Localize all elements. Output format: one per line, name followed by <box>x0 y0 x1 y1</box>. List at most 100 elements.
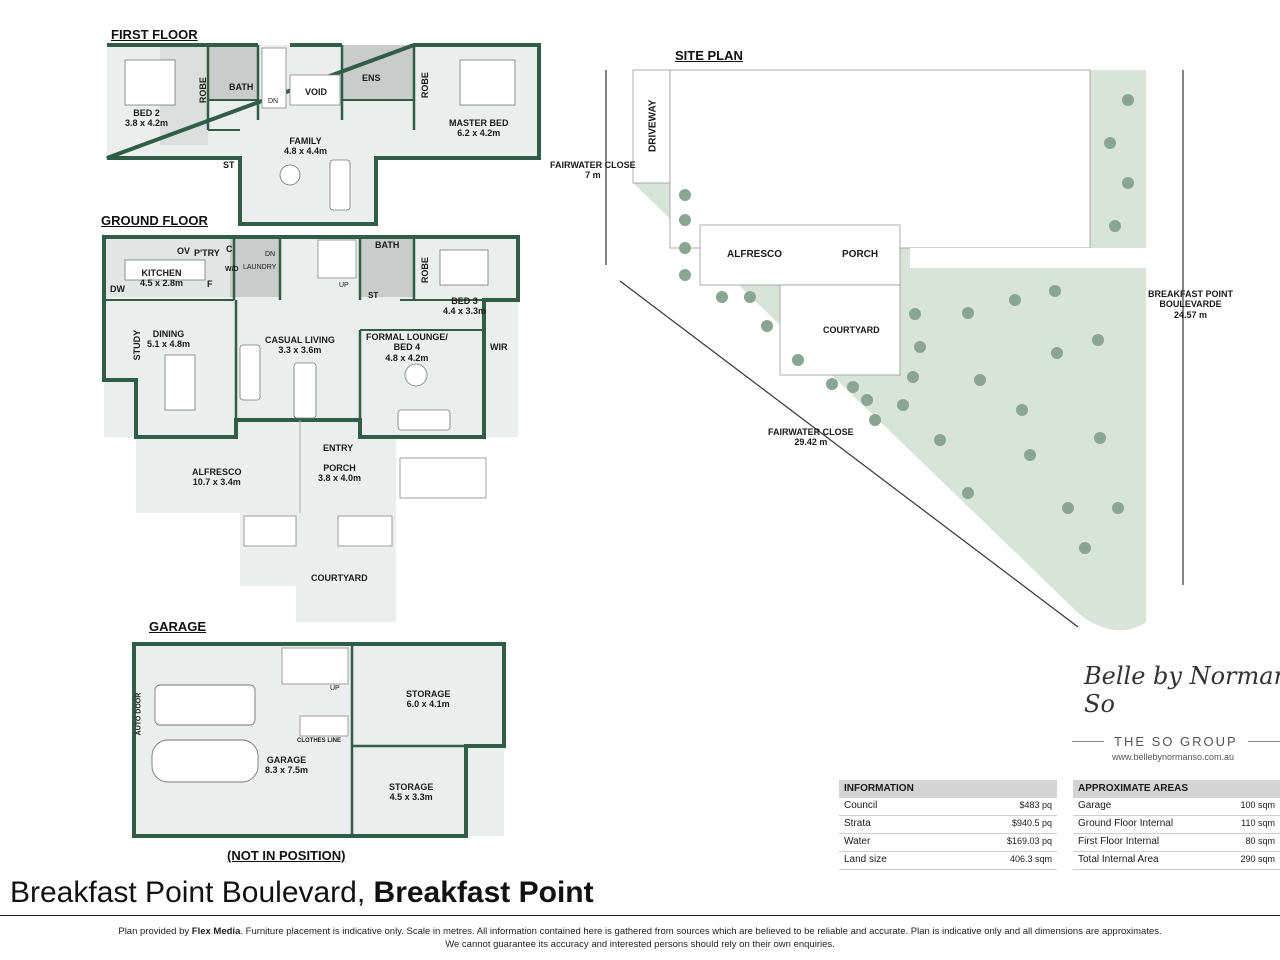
tree-icon <box>1049 285 1061 297</box>
garage-heading: GARAGE <box>149 619 207 634</box>
site-plan <box>605 69 1184 631</box>
tree-icon <box>1024 449 1036 461</box>
brand-group-name: THE SO GROUP <box>1072 734 1280 749</box>
washer-dryer-label: W/D <box>225 266 239 273</box>
tree-icon <box>907 371 919 383</box>
tree-icon <box>1051 347 1063 359</box>
tree-icon <box>1079 542 1091 554</box>
laundry-label: LAUNDRY <box>243 264 277 271</box>
fridge-label: F <box>207 279 213 289</box>
areas-header: APPROXIMATE AREAS <box>1073 780 1280 798</box>
ground-floor-plan <box>102 235 520 622</box>
stair-up-label: UP <box>339 282 349 289</box>
cupboard-label: C <box>226 244 233 254</box>
tree-icon <box>1104 137 1116 149</box>
tree-icon <box>962 307 974 319</box>
walk-in-robe-label: WIR <box>490 342 508 352</box>
tree-icon <box>1062 502 1074 514</box>
site-courtyard-label: COURTYARD <box>823 325 880 335</box>
driveway-label: DRIVEWAY <box>647 99 659 152</box>
tree-icon <box>897 399 909 411</box>
brand-script-logo: Belle by Norman So <box>1084 662 1280 718</box>
pantry-label: P'TRY <box>194 248 220 258</box>
tree-icon <box>847 381 859 393</box>
oven-label: OV <box>177 246 191 256</box>
bath-label: BATH <box>229 82 254 92</box>
garage-stair-up-label: UP <box>330 685 340 692</box>
tree-icon <box>1094 432 1106 444</box>
tree-icon <box>1016 404 1028 416</box>
site-plan-heading: SITE PLAN <box>675 48 743 63</box>
storage-ground-label: ST <box>368 291 379 300</box>
tree-icon <box>679 242 691 254</box>
tree-icon <box>962 487 974 499</box>
table-row: Council$483 pq <box>839 798 1057 816</box>
tree-icon <box>861 394 873 406</box>
garage-plan <box>132 642 506 838</box>
tree-icon <box>679 269 691 281</box>
footer-divider <box>0 915 1280 916</box>
table-row: Water$169.03 pq <box>839 834 1057 852</box>
tree-icon <box>744 291 756 303</box>
void-label: VOID <box>305 87 328 97</box>
tree-icon <box>1122 177 1134 189</box>
information-table: INFORMATION Council$483 pq Strata$940.5 … <box>839 780 1057 870</box>
robe-master-label: ROBE <box>419 72 430 99</box>
tree-icon <box>1112 502 1124 514</box>
study-label: STUDY <box>132 329 143 361</box>
stair-down-label: DN <box>268 98 279 105</box>
tree-icon <box>679 189 691 201</box>
auto-door-label: AUTO DOOR <box>135 692 143 736</box>
first-floor-heading: FIRST FLOOR <box>111 27 198 42</box>
tree-icon <box>1122 94 1134 106</box>
tree-icon <box>792 354 804 366</box>
brand-url: www.bellebynormanso.com.au <box>1112 752 1235 762</box>
tree-icon <box>716 291 728 303</box>
site-plan-trees <box>679 94 1134 554</box>
ensuite-label: ENS <box>362 73 381 83</box>
brand-block: Belle by Norman So THE SO GROUP www.bell… <box>1072 662 1280 762</box>
tree-icon <box>826 378 838 390</box>
disclaimer: Plan provided by Flex Media. Furniture p… <box>118 926 1162 950</box>
clothes-line-label: CLOTHES LINE <box>297 738 342 744</box>
tree-icon <box>869 414 881 426</box>
site-porch-label: PORCH <box>842 249 879 260</box>
site-alfresco-label: ALFRESCO <box>727 249 782 260</box>
bath-ground-label: BATH <box>375 240 400 250</box>
tree-icon <box>679 214 691 226</box>
entry-label: ENTRY <box>323 443 354 453</box>
tree-icon <box>934 434 946 446</box>
first-floor-plan <box>106 43 541 226</box>
robe-ground-label: ROBE <box>419 257 430 284</box>
storage-label: ST <box>223 160 235 170</box>
ground-floor-heading: GROUND FLOOR <box>101 213 208 228</box>
stair-down-ground-label: DN <box>265 251 276 258</box>
robe-label: ROBE <box>197 77 208 104</box>
tree-icon <box>1109 220 1121 232</box>
tree-icon <box>1092 334 1104 346</box>
tree-icon <box>761 320 773 332</box>
information-header: INFORMATION <box>839 780 1057 798</box>
